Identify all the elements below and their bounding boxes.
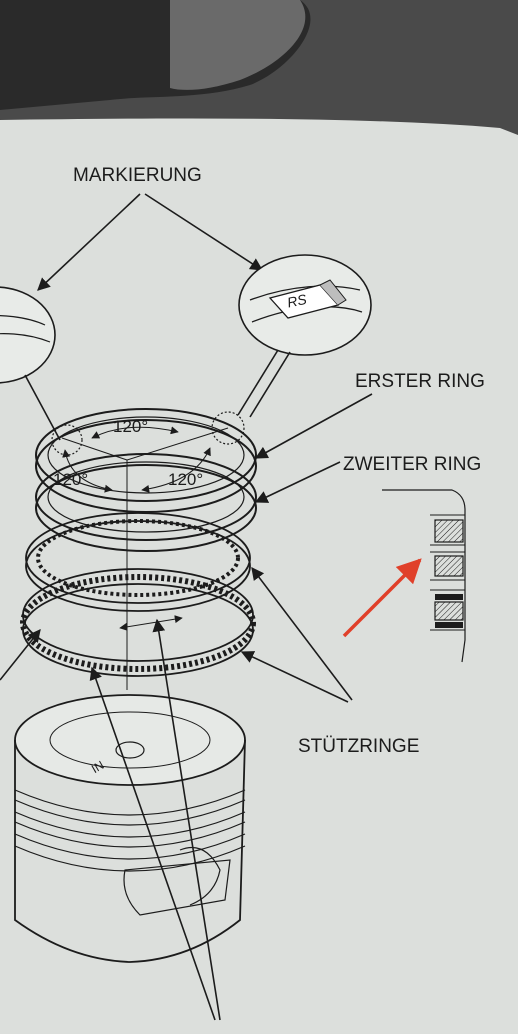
angle-label-right: 120°: [168, 470, 203, 489]
ring-groove-cross-section: [382, 489, 466, 663]
erster-ring-label: ERSTER RING: [355, 371, 485, 392]
angle-arc-top: [91, 426, 179, 439]
angle-label-top: 120°: [113, 417, 148, 436]
zweiter-ring-label: ZWEITER RING: [343, 454, 481, 475]
markierung-arrow-left: [37, 193, 141, 291]
stuetzringe-arrow-upper: [251, 566, 353, 701]
red-annotation-arrow: [342, 558, 422, 638]
markierung-label: MARKIERUNG: [73, 165, 202, 186]
rs-mark: RS: [286, 291, 309, 311]
detail-circle-left: [51, 424, 83, 456]
detail-circle-right: [211, 411, 245, 445]
right-detail-bubble: [237, 254, 372, 418]
erster-ring-arrow: [254, 393, 373, 459]
angle-line-left: [61, 437, 128, 461]
angle-label-left: 120°: [53, 470, 88, 489]
bottom-arrow-b: [152, 618, 221, 1021]
first-ring: [35, 408, 257, 513]
gap-dimension: [119, 615, 183, 631]
angle-arc-left: [62, 449, 113, 493]
oil-ring-rail-upper: [25, 512, 251, 612]
stuetzringe-label: STÜTZRINGE: [298, 736, 419, 757]
hand-highlight: [170, 0, 306, 90]
left-edge-arrow: [0, 629, 41, 681]
bottom-arrow-a: [89, 666, 216, 1021]
zweiter-ring-arrow: [254, 461, 341, 503]
stuetzringe-arrow-lower: [240, 651, 349, 703]
piston: [14, 694, 246, 963]
markierung-arrow-right: [144, 193, 264, 271]
oil-ring-expander: [20, 568, 256, 677]
angle-arc-right: [141, 447, 211, 493]
